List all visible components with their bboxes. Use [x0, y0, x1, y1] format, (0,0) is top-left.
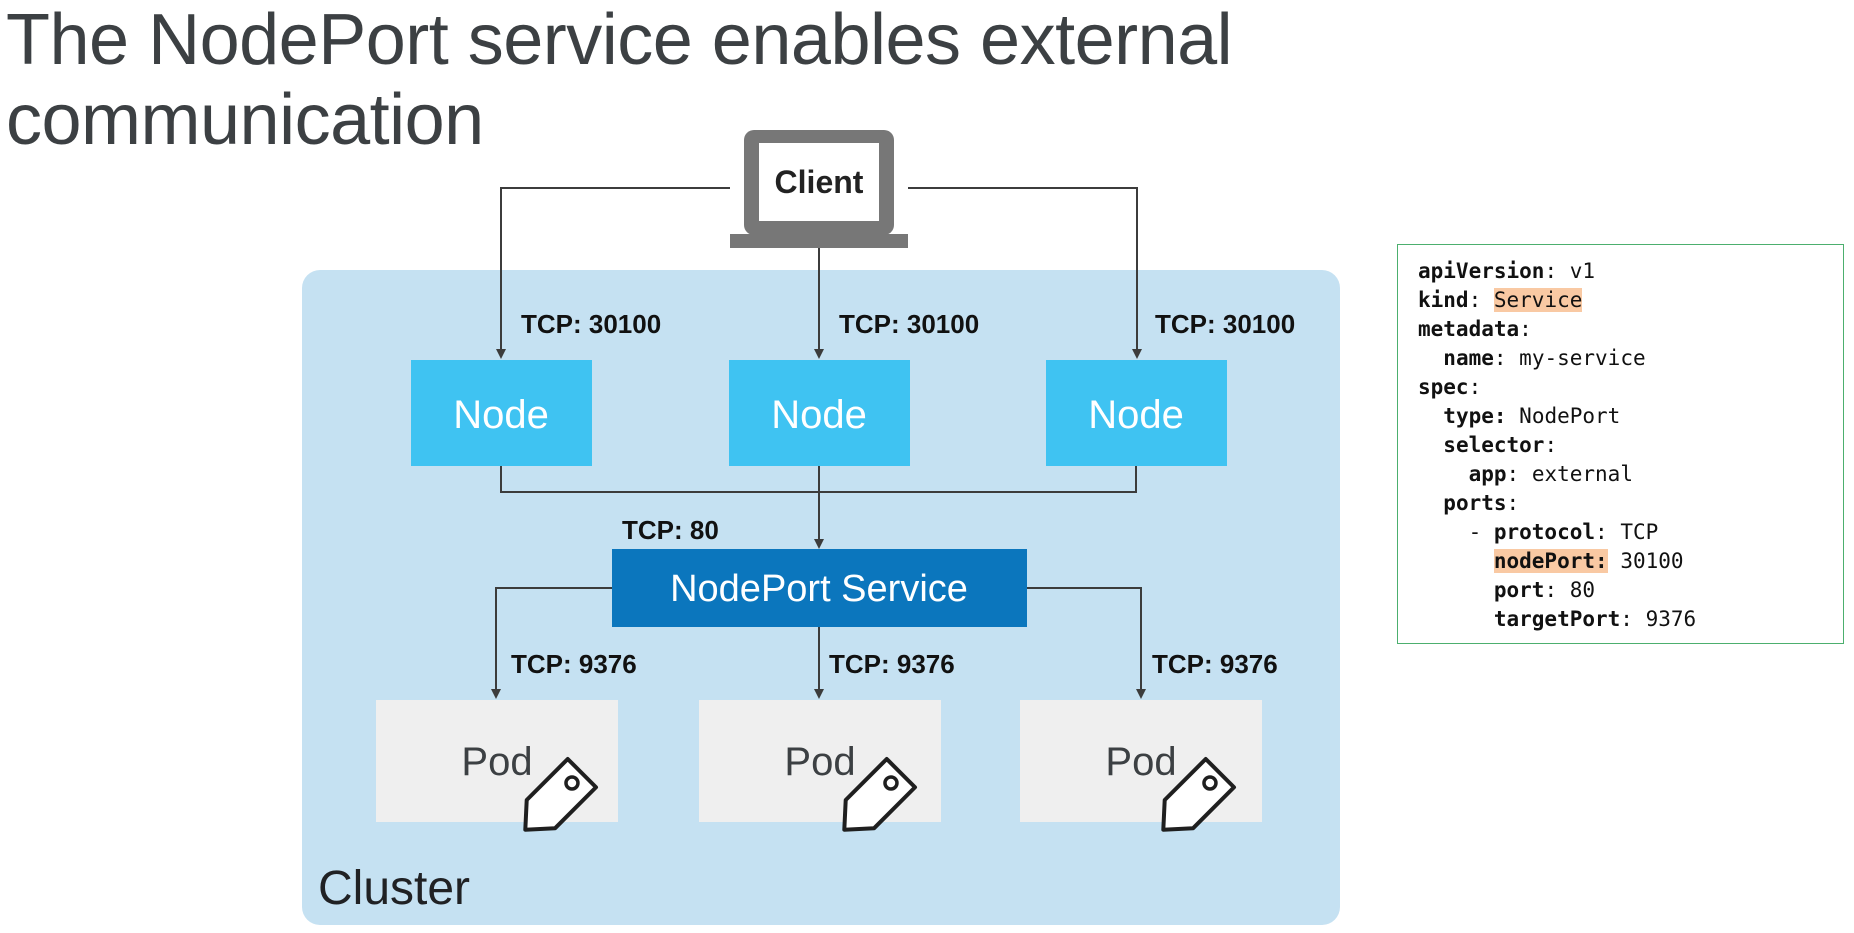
pod-port-label-1: TCP: 9376 [511, 649, 637, 679]
yaml-line-apiversion: apiVersion: v1 [1418, 259, 1596, 283]
yaml-key: app [1468, 462, 1507, 486]
yaml-value: TCP [1620, 520, 1659, 544]
pod-port-label-3: TCP: 9376 [1152, 649, 1278, 679]
tag-icon [1161, 756, 1237, 832]
pod-port-label-2: TCP: 9376 [829, 649, 955, 679]
node-port-label-2: TCP: 30100 [839, 309, 979, 339]
client-arrow-left [496, 187, 730, 359]
yaml-key: targetPort [1493, 607, 1621, 631]
pod-arrow-right [1027, 587, 1146, 699]
yaml-key: ports [1443, 491, 1507, 515]
pod-label-1: Pod [461, 740, 532, 784]
node-box-1 [411, 360, 592, 466]
client-arrow-right [908, 187, 1142, 359]
yaml-manifest-panel: apiVersion: v1 kind: Service metadata: n… [1397, 244, 1844, 644]
node-label-1: Node [453, 393, 549, 437]
yaml-value: external [1531, 462, 1633, 486]
yaml-line-ports: ports: [1443, 491, 1520, 515]
yaml-value: my-service [1519, 346, 1646, 370]
node-label-2: Node [771, 393, 867, 437]
cluster-label: Cluster [318, 862, 470, 915]
pod-label-2: Pod [784, 740, 855, 784]
yaml-key: spec [1418, 375, 1469, 399]
yaml-key: protocol [1493, 520, 1596, 544]
service-port-label: TCP: 80 [622, 515, 719, 545]
tag-icon [842, 756, 918, 832]
node-box-2 [729, 360, 910, 466]
yaml-line-nodeport: nodePort: 30100 [1418, 547, 1843, 576]
page-title: The NodePort service enables external co… [6, 0, 1233, 160]
nodeport-service-box [612, 549, 1027, 627]
tag-icon [523, 756, 599, 832]
yaml-key: metadata [1418, 317, 1520, 341]
yaml-value-highlighted: Service [1493, 288, 1583, 312]
node-port-label-1: TCP: 30100 [521, 309, 661, 339]
yaml-line-targetport: targetPort: 9376 [1493, 607, 1697, 631]
yaml-key: name [1443, 346, 1494, 370]
yaml-line-selector: selector: [1443, 433, 1558, 457]
yaml-value: NodePort [1519, 404, 1621, 428]
service-label: NodePort Service [670, 568, 968, 610]
node-label-3: Node [1088, 393, 1184, 437]
yaml-line-type: type: NodePort [1418, 402, 1843, 431]
node-port-label-3: TCP: 30100 [1155, 309, 1295, 339]
yaml-value: v1 [1569, 259, 1596, 283]
laptop-icon [730, 130, 908, 248]
yaml-line-protocol: - protocol: TCP [1418, 520, 1659, 544]
yaml-key: apiVersion [1418, 259, 1545, 283]
pod-label-3: Pod [1105, 740, 1176, 784]
pod-arrow-left [491, 587, 612, 699]
yaml-line-port: port: 80 [1493, 578, 1596, 602]
yaml-key-highlighted: nodePort: [1493, 549, 1608, 573]
yaml-value: 80 [1569, 578, 1596, 602]
client-label: Client [775, 164, 864, 200]
yaml-line-kind: kind: Service [1418, 288, 1583, 312]
yaml-key: selector [1443, 433, 1545, 457]
yaml-line-metadata: metadata: [1418, 317, 1532, 341]
yaml-value: 9376 [1645, 607, 1697, 631]
yaml-key: type: [1443, 404, 1507, 428]
yaml-key: kind [1418, 288, 1469, 312]
yaml-key: port [1493, 578, 1545, 602]
yaml-line-app: app: external [1468, 462, 1633, 486]
yaml-line-spec: spec: [1418, 375, 1482, 399]
yaml-line-name: name: my-service [1443, 346, 1646, 370]
yaml-value: 30100 [1620, 549, 1684, 573]
node-box-3 [1046, 360, 1227, 466]
